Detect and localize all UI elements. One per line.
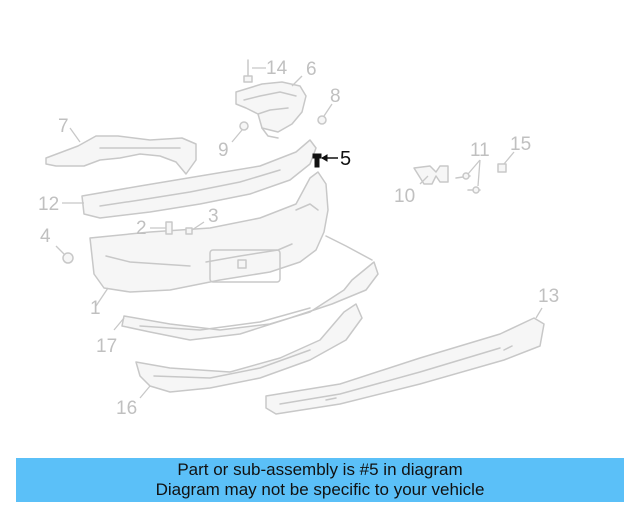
callout-1: 1 [90, 298, 101, 319]
callout-8: 8 [330, 86, 341, 107]
caption-line-1: Part or sub-assembly is #5 in diagram [177, 460, 463, 479]
part-6-bracket [235, 81, 307, 139]
callout-13: 13 [538, 286, 559, 307]
callout-17: 17 [96, 336, 117, 357]
callout-12: 12 [38, 194, 59, 215]
callout-3: 3 [208, 206, 219, 227]
caption-line-2: Diagram may not be specific to your vehi… [155, 480, 485, 499]
callout-7: 7 [58, 116, 69, 137]
part-5-clip [312, 153, 338, 168]
part-16-valance [135, 303, 363, 399]
part-11-bolts [455, 159, 481, 194]
parts-diagram: 1 2 3 4 5 6 7 8 9 10 11 12 13 14 15 16 1… [38, 58, 559, 419]
part-12-retainer [62, 139, 317, 219]
callout-4: 4 [40, 226, 51, 247]
callout-9: 9 [218, 140, 229, 161]
part-17-lower-deflector [113, 261, 379, 341]
callout-14: 14 [266, 58, 288, 79]
part-4-nut [55, 245, 74, 264]
callout-5: 5 [340, 148, 351, 170]
part-7-side-bracket [45, 127, 197, 175]
callout-11: 11 [470, 140, 490, 161]
part-9-nut [231, 121, 249, 143]
callout-15: 15 [510, 134, 531, 155]
callout-16: 16 [116, 398, 137, 419]
leader-6 [291, 75, 303, 87]
part-15-nut [497, 151, 515, 173]
part-13-impact-bar [265, 307, 545, 415]
part-14-bolt [243, 59, 266, 83]
part-10-bracket [413, 165, 449, 185]
part-1-bumper-cover [89, 171, 329, 307]
part-17-edge [325, 235, 373, 261]
part-2-bolt [150, 221, 173, 235]
callout-2: 2 [136, 218, 147, 239]
callout-6: 6 [306, 59, 317, 80]
callout-10: 10 [394, 186, 415, 207]
part-8-nut [317, 103, 333, 125]
part-3-clip [185, 221, 205, 235]
caption-banner: Part or sub-assembly is #5 in diagram Di… [16, 458, 624, 502]
